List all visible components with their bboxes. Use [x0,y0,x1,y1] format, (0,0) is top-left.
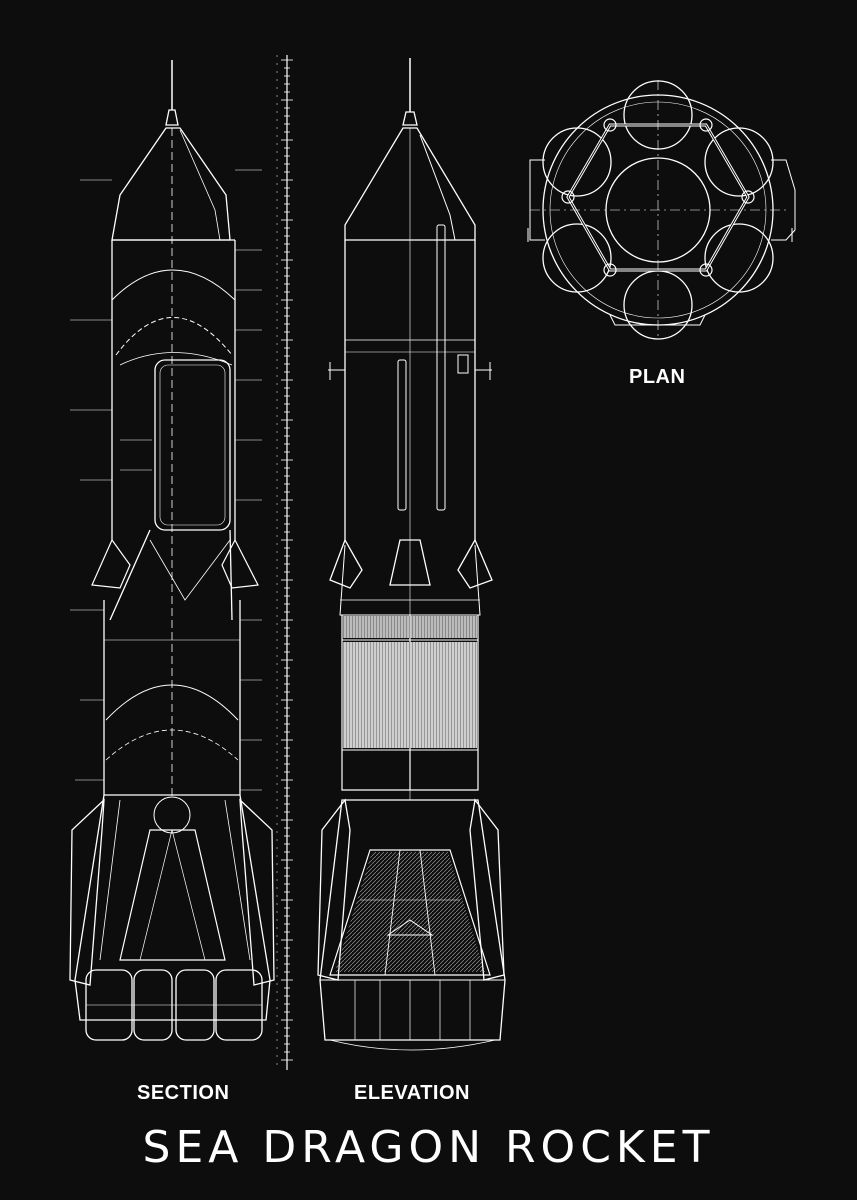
section-label: SECTION [137,1082,230,1104]
interstage-shading [343,642,477,748]
plan-view [527,80,796,340]
upper-band-shading [343,616,477,638]
ruler-ticks [281,59,293,1061]
section-view [69,60,275,1041]
poster-title: SEA DRAGON ROCKET [142,1122,715,1173]
dimension-scale [276,55,288,1070]
nozzle-shading [335,852,485,972]
elevation-label: ELEVATION [354,1082,470,1104]
elevation-view [317,58,506,1051]
plan-label: PLAN [629,366,686,388]
